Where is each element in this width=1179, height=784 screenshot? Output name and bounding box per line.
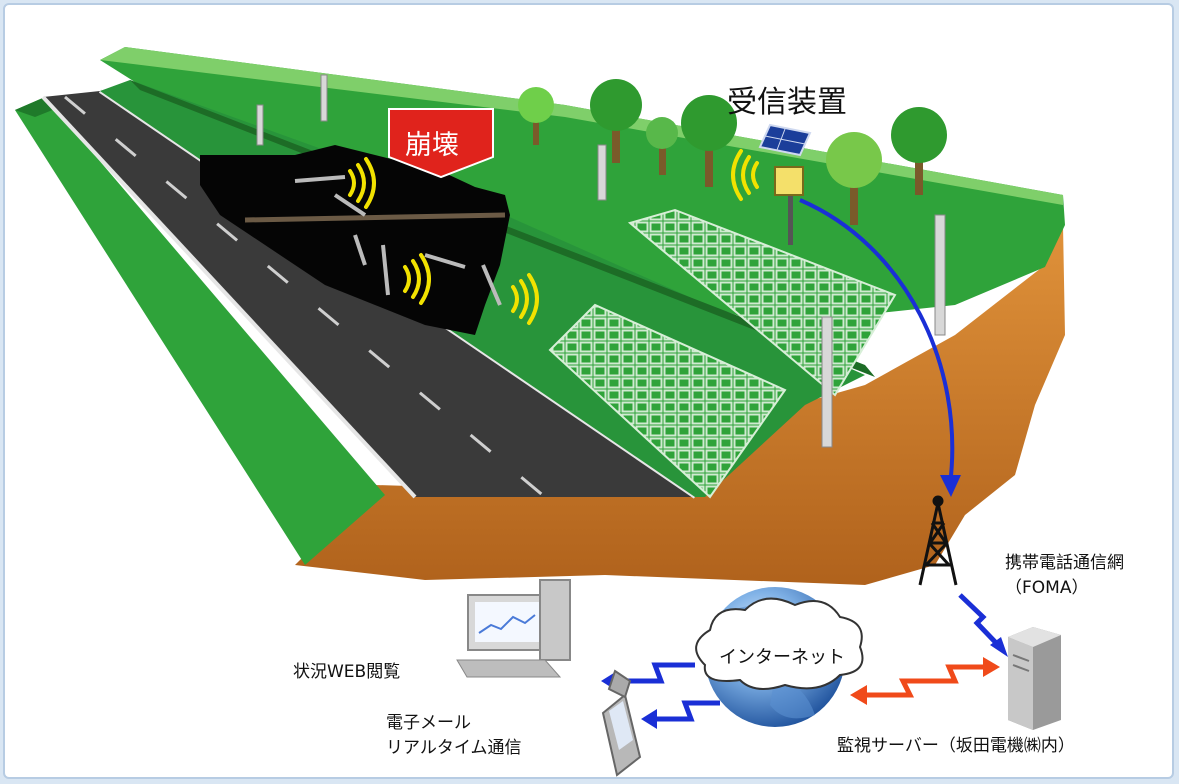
internet-label: インターネット	[719, 647, 845, 668]
carrier-network-label: 携帯電話通信網 （FOMA）	[1005, 551, 1124, 601]
server-label: 監視サーバー（坂田電機㈱内）	[837, 736, 1075, 756]
signal-wave-icon	[348, 149, 759, 325]
desktop-pc-icon	[456, 579, 571, 678]
mail-label: 電子メール リアルタイム通信	[386, 711, 522, 761]
slope-monitoring-diagram	[15, 47, 1065, 777]
radio-tower-icon	[918, 495, 958, 586]
collapse-label: 崩壊	[405, 130, 459, 161]
mail-label-line1: 電子メール	[386, 713, 471, 733]
diagram-frame: 受信装置 崩壊 携帯電話通信網 （FOMA） 状況WEB閲覧 インターネット 電…	[3, 3, 1174, 779]
mail-label-line2: リアルタイム通信	[386, 738, 522, 758]
cloud-icon	[695, 597, 864, 690]
mobile-phone-icon	[601, 669, 642, 777]
carrier-network-label-line1: 携帯電話通信網	[1005, 553, 1124, 573]
receiver-device	[758, 123, 812, 245]
carrier-network-label-line2: （FOMA）	[1005, 578, 1089, 598]
sensor-pole-icon	[256, 74, 946, 448]
solar-panel-icon	[758, 123, 812, 157]
tree-icon	[518, 79, 947, 225]
tilt-sensor-icon	[294, 175, 346, 183]
server-icon	[1008, 627, 1061, 730]
web-view-label: 状況WEB閲覧	[293, 662, 401, 682]
collapse-area	[200, 145, 510, 335]
upper-grass	[100, 47, 1065, 325]
wireless-link	[799, 198, 955, 486]
receiver-label: 受信装置	[727, 85, 847, 120]
collapse-badge	[388, 108, 494, 179]
